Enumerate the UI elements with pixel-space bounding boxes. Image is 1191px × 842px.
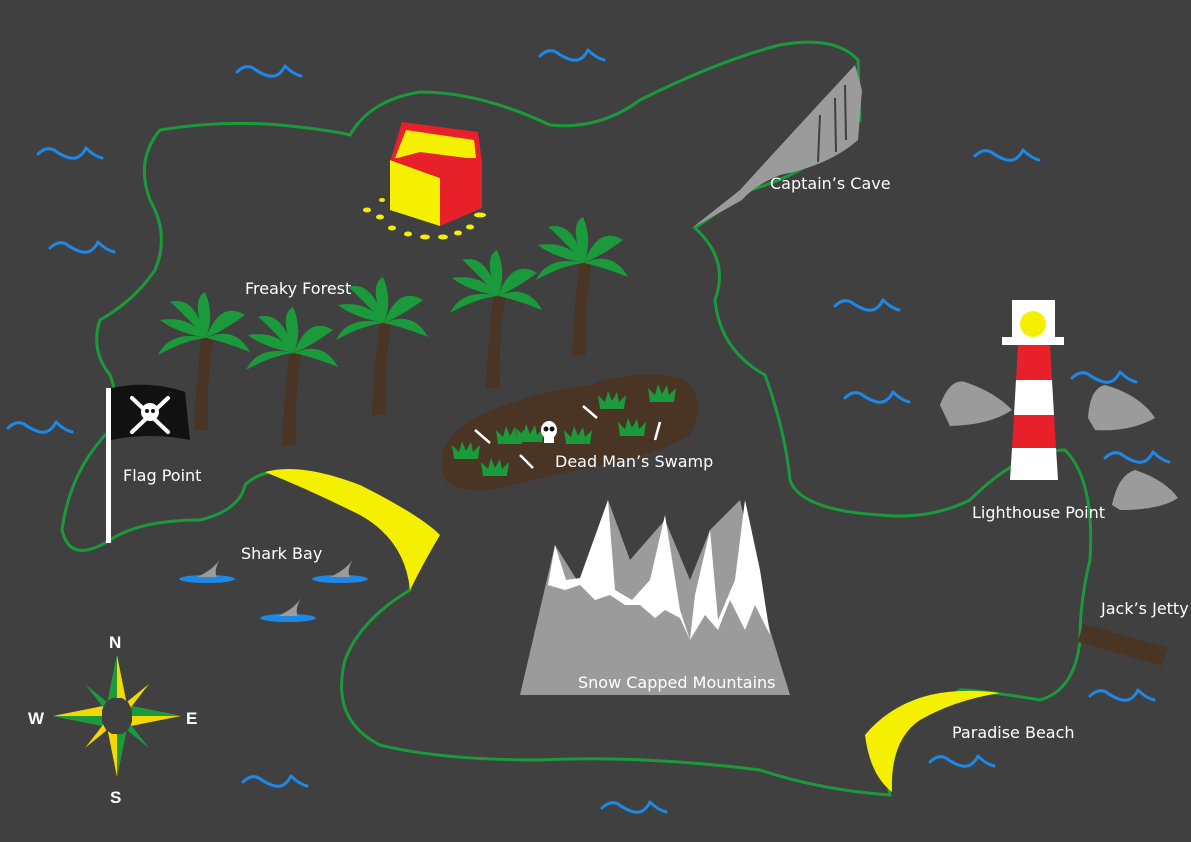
freaky-forest-label: Freaky Forest xyxy=(245,279,351,298)
compass-north-label: N xyxy=(109,633,121,652)
captains-cave-rock xyxy=(692,65,862,228)
dead-mans-swamp-label: Dead Man’s Swamp xyxy=(555,452,713,471)
shark-bay-label: Shark Bay xyxy=(241,544,322,563)
shark-bay-beach xyxy=(265,468,440,590)
compass-rose-icon xyxy=(53,655,181,777)
treasure-chest-icon xyxy=(363,122,486,240)
paradise-beach xyxy=(865,690,1000,792)
compass-west-label: W xyxy=(28,709,45,728)
jacks-jetty-label: Jack’s Jetty xyxy=(1100,599,1189,618)
jacks-jetty-dock xyxy=(1078,624,1168,666)
compass-east-label: E xyxy=(186,709,197,728)
lighthouse-point-label: Lighthouse Point xyxy=(972,503,1105,522)
flag-point-label: Flag Point xyxy=(123,466,201,485)
pirate-flag-icon xyxy=(106,384,190,543)
snow-capped-mountains-label: Snow Capped Mountains xyxy=(578,673,776,692)
lighthouse-rocks xyxy=(940,381,1178,510)
dead-mans-swamp-area xyxy=(441,374,698,491)
compass-south-label: S xyxy=(110,788,121,807)
captains-cave-label: Captain’s Cave xyxy=(770,174,891,193)
snow-capped-mountains xyxy=(520,500,790,695)
paradise-beach-label: Paradise Beach xyxy=(952,723,1075,742)
skull-icon xyxy=(541,421,557,443)
lighthouse-icon xyxy=(1002,300,1064,480)
